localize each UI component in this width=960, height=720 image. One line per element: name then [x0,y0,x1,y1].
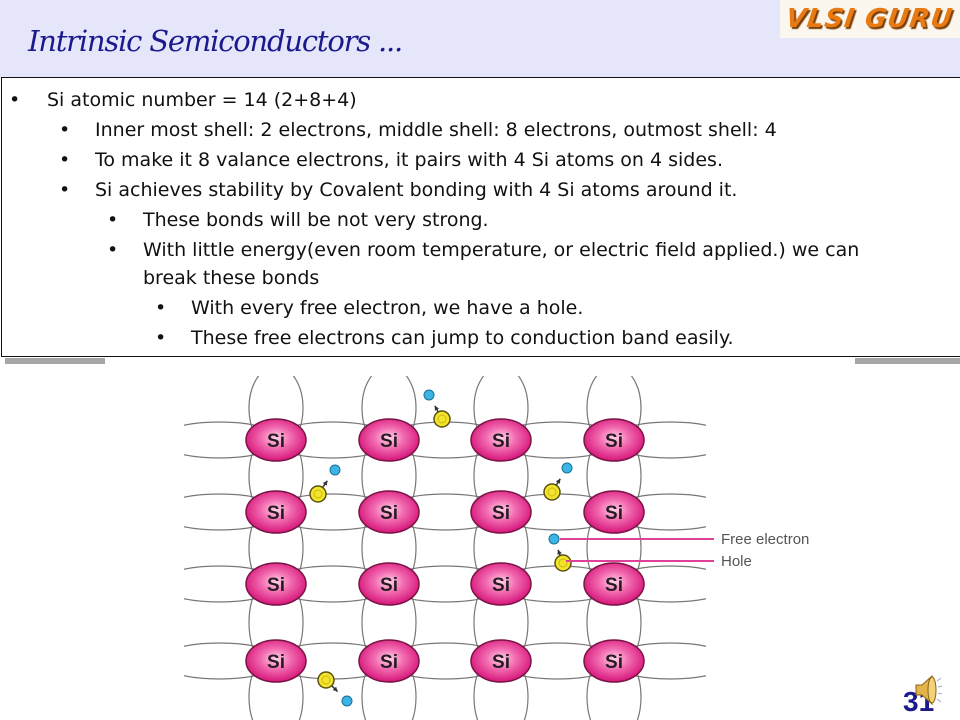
si-atom: Si [245,639,307,683]
arrow-head [332,686,338,692]
arrow-head [555,478,561,484]
bullet-marker: • [59,179,71,201]
si-atom: Si [583,418,645,462]
slide-title: Intrinsic Semiconductors ... [28,24,403,58]
free-electron [329,464,341,476]
si-atom-label: Si [605,503,623,524]
electron-hole-pair [423,389,451,428]
si-atom-label: Si [380,431,398,452]
si-atom-label: Si [267,431,285,452]
bullet-text: With little energy(even room temperature… [143,239,860,261]
si-atom-label: Si [605,575,623,596]
bullet-text: Si achieves stability by Covalent bondin… [95,179,738,201]
si-atom-label: Si [267,652,285,673]
shadow-bar-left [5,358,105,364]
bullet-marker: • [107,209,119,231]
free-electron [341,695,353,707]
si-atom: Si [245,418,307,462]
si-atom-label: Si [492,431,510,452]
bullet-text: Si atomic number = 14 (2+8+4) [47,89,357,111]
bullet-text: These bonds will be not very strong. [143,209,489,231]
hole-inner [558,558,568,568]
charge-carriers [309,389,573,707]
si-atom: Si [245,562,307,606]
bullet-text: With every free electron, we have a hole… [191,297,584,319]
si-atom-label: Si [492,652,510,673]
hole-inner [437,414,447,424]
electron-hole-pair [317,671,353,707]
si-atom: Si [470,490,532,534]
speaker-icon[interactable] [912,672,942,708]
hole-inner [313,489,323,499]
hole [317,671,335,689]
electron-hole-pair [309,464,341,503]
free-electron [561,462,573,474]
si-atom: Si [358,418,420,462]
si-atom: Si [358,562,420,606]
si-atom: Si [583,639,645,683]
si-atom-label: Si [605,431,623,452]
si-atom: Si [583,490,645,534]
bullet-text: Inner most shell: 2 electrons, middle sh… [95,119,777,141]
si-atom: Si [358,490,420,534]
free-electron [423,389,435,401]
shadow-bar-right [855,358,960,364]
hole [309,485,327,503]
hole-inner [321,675,331,685]
vlsi-guru-logo: VLSI GURU [780,0,960,38]
hole-inner [547,487,557,497]
bullet-text: break these bonds [143,267,320,289]
hole-label: Hole [721,553,752,570]
si-atom-label: Si [267,503,285,524]
si-atom-label: Si [492,503,510,524]
si-atom: Si [470,562,532,606]
si-atom: Si [470,418,532,462]
si-atom-label: Si [492,575,510,596]
bullet-marker: • [155,297,167,319]
si-atom: Si [358,639,420,683]
si-atom: Si [470,639,532,683]
free-electron [548,533,560,545]
bullet-marker: • [59,119,71,141]
bullet-text: These free electrons can jump to conduct… [191,327,734,349]
content-textbox [1,77,960,357]
si-atom: Si [245,490,307,534]
si-atom-label: Si [605,652,623,673]
electron-hole-pair [548,533,572,572]
bullet-marker: • [155,327,167,349]
logo-text: VLSI GURU [783,4,955,34]
si-atom-label: Si [380,575,398,596]
bullet-marker: • [59,149,71,171]
electron-hole-pair [543,462,573,501]
bullet-marker: • [107,239,119,261]
bullet-marker: • [9,89,21,111]
arrow-head [557,549,562,555]
arrow-head [434,405,440,411]
si-atom-label: Si [380,652,398,673]
si-atom-label: Si [267,575,285,596]
diagram-legend: Free electron Hole [560,531,809,570]
arrow-head [322,480,328,486]
si-atom: Si [583,562,645,606]
hole [554,554,572,572]
bullet-text: To make it 8 valance electrons, it pairs… [95,149,723,171]
free-electron-label: Free electron [721,531,809,548]
hole [543,483,561,501]
hole [433,410,451,428]
si-atom-label: Si [380,503,398,524]
